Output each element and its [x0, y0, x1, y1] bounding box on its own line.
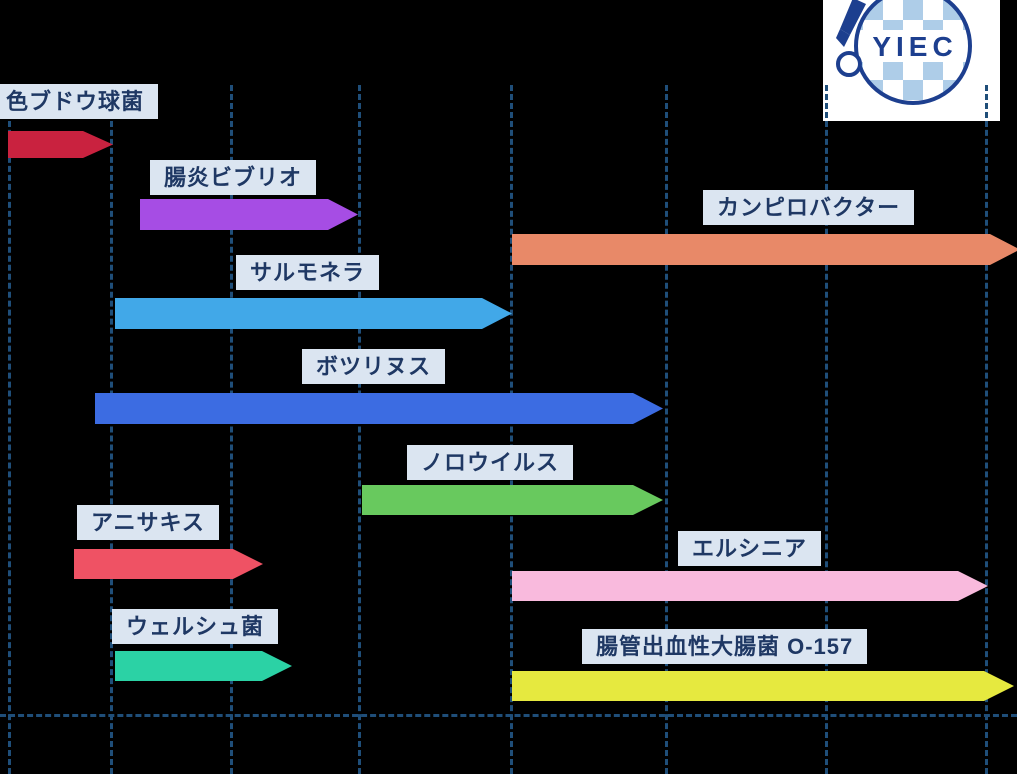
axis-line: [0, 714, 1017, 717]
yiec-logo-graphic: YIEC: [823, 0, 1000, 121]
pen-icon: [836, 0, 866, 47]
pathogen-label-2: カンピロバクター: [703, 190, 915, 226]
pathogen-label-9: 腸管出血性大腸菌 O-157: [582, 629, 868, 665]
incubation-bar-0: [8, 131, 113, 158]
pathogen-label-0: 色ブドウ球菌: [0, 84, 159, 120]
gridline-vertical-2: [230, 85, 233, 774]
pathogen-label-7: エルシニア: [678, 531, 822, 567]
incubation-bar-5: [362, 485, 663, 515]
gridline-vertical-7: [985, 85, 988, 774]
incubation-bar-1: [140, 199, 358, 230]
gridline-vertical-1: [110, 85, 113, 774]
gridline-vertical-0: [8, 85, 11, 774]
pathogen-label-6: アニサキス: [77, 505, 219, 541]
pathogen-label-8: ウェルシュ菌: [112, 609, 279, 645]
pathogen-label-1: 腸炎ビブリオ: [150, 160, 317, 196]
pathogen-label-5: ノロウイルス: [407, 445, 574, 481]
incubation-bar-2: [512, 234, 1017, 265]
incubation-bar-6: [74, 549, 263, 579]
logo-circle: [854, 0, 972, 105]
gridline-vertical-6: [825, 85, 828, 774]
incubation-bar-7: [512, 571, 988, 601]
incubation-bar-8: [115, 651, 292, 681]
gridline-vertical-4: [510, 85, 513, 774]
pathogen-label-3: サルモネラ: [236, 255, 380, 291]
logo-small-ring: [836, 51, 862, 77]
yiec-logo: YIEC: [823, 0, 1000, 126]
pathogen-label-4: ボツリヌス: [302, 349, 446, 385]
gridline-vertical-3: [358, 85, 361, 774]
incubation-bar-4: [95, 393, 663, 424]
incubation-bar-9: [512, 671, 1014, 701]
yiec-logo-text: YIEC: [872, 31, 957, 62]
gridline-vertical-5: [665, 85, 668, 774]
incubation-bar-3: [115, 298, 512, 329]
